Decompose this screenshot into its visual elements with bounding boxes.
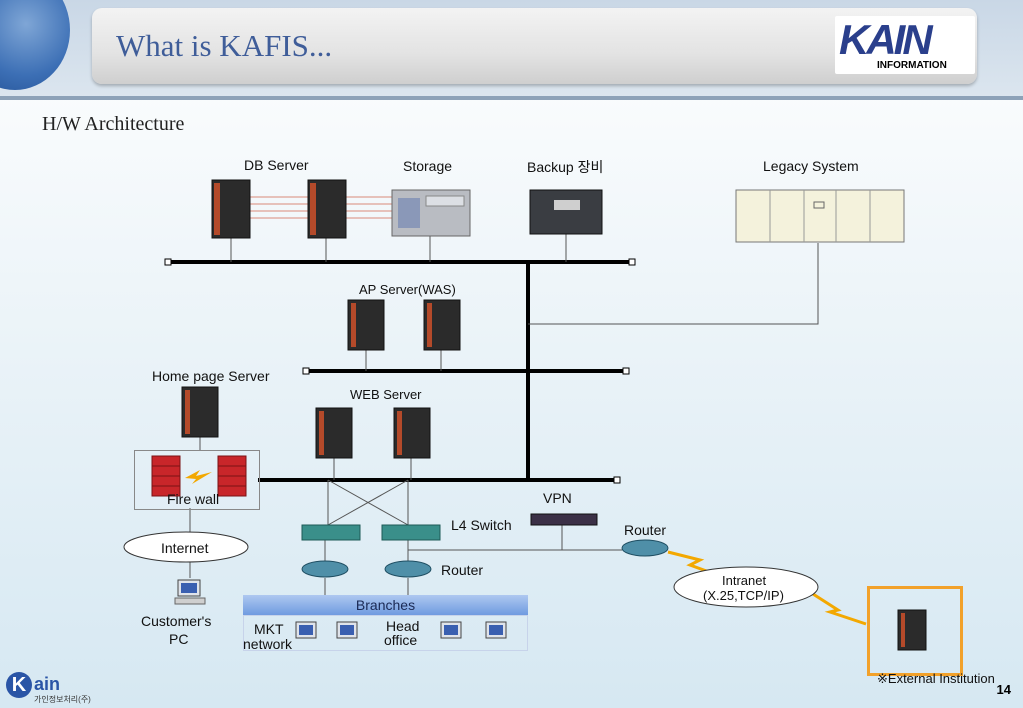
web-server-icon bbox=[315, 407, 431, 459]
l4-switch-label: L4 Switch bbox=[451, 517, 512, 533]
firewall-box bbox=[134, 450, 260, 510]
head-office-label-2: office bbox=[384, 632, 418, 648]
router-left-label: Router bbox=[441, 562, 484, 578]
company-logo: KAIN INFORMATION bbox=[835, 16, 975, 74]
router-right-label: Router bbox=[624, 522, 667, 538]
intranet-label-2: (X.25,TCP/IP) bbox=[703, 588, 784, 603]
section-subtitle: H/W Architecture bbox=[42, 113, 185, 135]
network-bus-top bbox=[164, 258, 636, 266]
vpn-device-icon bbox=[530, 513, 598, 526]
backup-device-icon bbox=[529, 189, 603, 235]
ap-server-label: AP Server(WAS) bbox=[359, 282, 456, 297]
logo-mark: KAIN bbox=[839, 16, 933, 63]
legacy-label: Legacy System bbox=[763, 158, 859, 174]
intranet-label-1: Intranet bbox=[722, 573, 767, 588]
title-bar bbox=[92, 8, 977, 84]
internet-cloud-icon bbox=[123, 531, 249, 563]
backup-label: Backup 장비 bbox=[527, 159, 604, 175]
external-server-icon bbox=[897, 609, 927, 651]
db-server-icon bbox=[211, 179, 347, 239]
head-office-label-1: Head bbox=[386, 618, 420, 634]
network-bus-middle bbox=[302, 367, 630, 375]
storage-icon bbox=[391, 189, 471, 237]
legacy-connection bbox=[528, 243, 819, 325]
internet-label: Internet bbox=[161, 540, 209, 556]
header-divider bbox=[0, 96, 1023, 100]
firewall-label: Fire wall bbox=[167, 491, 220, 507]
ap-server-icon bbox=[347, 299, 461, 351]
wan-link-lightning bbox=[667, 550, 713, 575]
firewall-icon bbox=[151, 455, 247, 497]
page-title: What is KAFIS... bbox=[116, 28, 333, 63]
customer-pc-icon bbox=[174, 579, 206, 605]
footer-logo-k: K bbox=[6, 672, 32, 698]
footer-logo-sub: 가인정보처리(주) bbox=[34, 695, 91, 704]
page-number: 14 bbox=[996, 682, 1011, 697]
home-server-label: Home page Server bbox=[152, 368, 270, 384]
mkt-label-2: network bbox=[243, 636, 293, 652]
db-server-label: DB Server bbox=[244, 157, 309, 173]
logo-subtitle: INFORMATION bbox=[877, 60, 947, 71]
branches-panel bbox=[243, 615, 528, 651]
l4-switch-icon bbox=[301, 524, 441, 541]
legacy-system-icon bbox=[735, 189, 905, 243]
customer-pc-label-1: Customer's bbox=[141, 613, 212, 629]
branch-pc-icon bbox=[295, 621, 507, 639]
router-icon bbox=[301, 539, 669, 578]
external-institution-label: ※External Institution bbox=[877, 671, 995, 686]
customer-pc-label-2: PC bbox=[169, 631, 189, 647]
home-page-server-icon bbox=[181, 386, 219, 438]
web-server-label: WEB Server bbox=[350, 387, 422, 402]
mkt-label-1: MKT bbox=[254, 621, 284, 637]
intranet-cloud-icon bbox=[673, 566, 819, 608]
branches-header: Branches bbox=[243, 595, 528, 615]
external-institution-box bbox=[867, 586, 963, 676]
storage-label: Storage bbox=[403, 158, 453, 174]
network-bus-bottom bbox=[258, 476, 621, 484]
external-link-lightning bbox=[812, 592, 867, 626]
footer-logo-text: ain bbox=[34, 674, 61, 694]
vpn-label: VPN bbox=[543, 490, 572, 506]
